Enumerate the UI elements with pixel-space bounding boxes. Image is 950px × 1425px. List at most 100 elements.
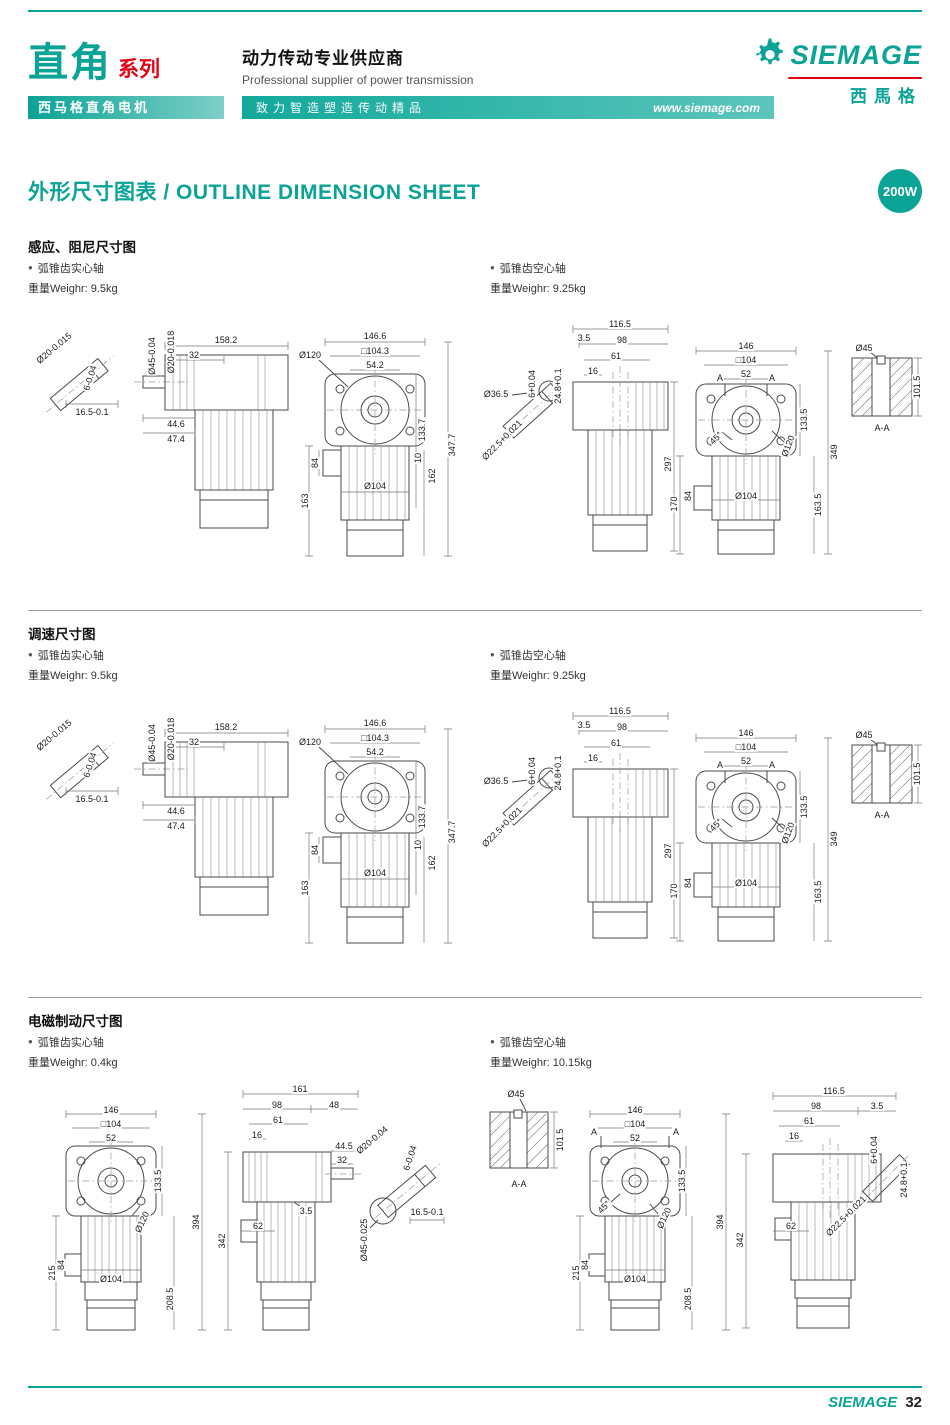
dimension-label: 98 bbox=[270, 1100, 284, 1110]
dimension-label: 16 bbox=[586, 366, 600, 376]
dimension-label: Ø104 bbox=[733, 491, 759, 501]
section-speed-regulation: 调速尺寸图 ●弧锥齿实心轴 重量Weighr: 9.5kg ●弧锥齿空心轴 重量… bbox=[28, 610, 922, 987]
dimension-label: 6+0.04 bbox=[527, 756, 537, 786]
brand-underline bbox=[788, 77, 922, 79]
dimension-label: 52 bbox=[628, 1133, 642, 1143]
dimension-label: 133.5 bbox=[677, 1168, 687, 1194]
dimension-label: A bbox=[767, 373, 777, 383]
variant-hollow-shaft: ●弧锥齿空心轴 重量Weighr: 9.25kg bbox=[490, 260, 586, 296]
dimension-label: A-A bbox=[873, 423, 891, 433]
dimension-label: Ø104 bbox=[733, 878, 759, 888]
bullet-icon: ● bbox=[28, 650, 33, 659]
dimension-label: 6+0.04 bbox=[527, 369, 537, 399]
dimension-label: 163 bbox=[300, 879, 310, 897]
company-slogan: 动力传动专业供应商 Professional supplier of power… bbox=[242, 44, 473, 87]
variant-headers: ●弧锥齿实心轴 重量Weighr: 9.5kg ●弧锥齿空心轴 重量Weighr… bbox=[28, 647, 922, 683]
dimension-label: 47.4 bbox=[166, 821, 186, 831]
dimension-label: 133.5 bbox=[799, 407, 809, 433]
bullet-icon: ● bbox=[490, 1037, 495, 1046]
dimension-label: Ø20-0.018 bbox=[166, 329, 176, 375]
dimension-label: 16 bbox=[586, 753, 600, 763]
dimension-label: 52 bbox=[739, 369, 753, 379]
dimension-label: Ø45 bbox=[854, 730, 874, 740]
dimension-label: 133.5 bbox=[799, 794, 809, 820]
dimension-label: 16.5-0.1 bbox=[409, 1207, 445, 1217]
dimension-label: 3.5 bbox=[298, 1206, 314, 1216]
dimension-label: 16.5-0.1 bbox=[74, 794, 110, 804]
dimension-label: 170 bbox=[669, 882, 679, 900]
dimension-label: 208.5 bbox=[165, 1286, 175, 1312]
variant-headers: ●弧锥齿实心轴 重量Weighr: 0.4kg ●弧锥齿空心轴 重量Weighr… bbox=[28, 1034, 922, 1070]
section-electromagnetic-brake: 电磁制动尺寸图 ●弧锥齿实心轴 重量Weighr: 0.4kg ●弧锥齿空心轴 … bbox=[28, 997, 922, 1354]
dimension-label: 101.5 bbox=[912, 374, 922, 400]
dimension-label: 394 bbox=[191, 1213, 201, 1231]
dimension-label: 208.5 bbox=[683, 1286, 693, 1312]
variant-label: 弧锥齿空心轴 bbox=[499, 1037, 566, 1049]
variant-weight: 重量Weighr: 10.15kg bbox=[490, 1057, 592, 1069]
dimension-label: 84 bbox=[683, 489, 693, 503]
variant-solid-shaft: ●弧锥齿实心轴 重量Weighr: 9.5kg bbox=[28, 260, 118, 296]
dimension-label: Ø36.5 bbox=[482, 389, 510, 399]
section-heading: 电磁制动尺寸图 bbox=[28, 1014, 123, 1029]
dimension-label: □104 bbox=[734, 355, 758, 365]
dimension-label: 98 bbox=[809, 1101, 823, 1111]
dimension-label: Ø104 bbox=[622, 1274, 648, 1284]
page-title: 外形尺寸图表 / OUTLINE DIMENSION SHEET bbox=[28, 181, 481, 204]
dimension-label: 133.7 bbox=[417, 804, 427, 830]
footer-brand: SIEMAGE bbox=[828, 1394, 898, 1411]
dimension-label: □104 bbox=[99, 1119, 123, 1129]
dimension-label: 84 bbox=[310, 456, 320, 470]
dimension-label: 146 bbox=[737, 341, 755, 351]
dimension-label: 84 bbox=[56, 1258, 66, 1272]
slogan-en: Professional supplier of power transmiss… bbox=[242, 73, 474, 87]
dimension-label: Ø45 bbox=[506, 1089, 526, 1099]
series-name: 直角 bbox=[28, 41, 112, 85]
dimension-label: 116.5 bbox=[822, 1086, 846, 1096]
dimension-label: 61 bbox=[271, 1115, 285, 1125]
dimension-label: Ø120 bbox=[297, 737, 323, 747]
variant-weight: 重量Weighr: 9.25kg bbox=[490, 283, 586, 295]
dimension-label: 349 bbox=[829, 830, 839, 848]
dimension-label: 146 bbox=[737, 728, 755, 738]
dimension-label: 24.8+0.1 bbox=[553, 754, 563, 792]
dimension-label: 347.7 bbox=[447, 819, 457, 845]
dimension-label: 297 bbox=[663, 455, 673, 473]
dimension-label: 54.2 bbox=[365, 747, 385, 757]
dimension-label: 146.6 bbox=[362, 718, 388, 728]
variant-weight: 重量Weighr: 9.5kg bbox=[28, 283, 118, 295]
variant-weight: 重量Weighr: 9.25kg bbox=[490, 670, 586, 682]
dimension-label: 133.7 bbox=[417, 417, 427, 443]
variant-label: 弧锥齿实心轴 bbox=[37, 263, 104, 275]
website-link[interactable]: www.siemage.com bbox=[653, 100, 760, 115]
section-heading: 感应、阻尼尺寸图 bbox=[28, 240, 136, 255]
dimension-label: 158.2 bbox=[213, 722, 239, 732]
bullet-icon: ● bbox=[490, 263, 495, 272]
dimension-label: 52 bbox=[739, 756, 753, 766]
dimension-label: 84 bbox=[580, 1258, 590, 1272]
dimension-label: Ø120 bbox=[297, 350, 323, 360]
dimension-label: A bbox=[589, 1127, 599, 1137]
dimension-label: 6+0.04 bbox=[869, 1135, 879, 1165]
brand-name: SIEMAGE bbox=[790, 40, 922, 70]
dimension-label: 162 bbox=[427, 854, 437, 872]
dimension-label: Ø45-0.04 bbox=[147, 336, 157, 376]
dimension-label: A-A bbox=[510, 1179, 528, 1189]
variant-headers: ●弧锥齿实心轴 重量Weighr: 9.5kg ●弧锥齿空心轴 重量Weighr… bbox=[28, 260, 922, 296]
dimension-label: 62 bbox=[784, 1221, 798, 1231]
dimension-label: 98 bbox=[615, 335, 629, 345]
dimension-label: 101.5 bbox=[555, 1127, 565, 1153]
dimension-label: 61 bbox=[802, 1116, 816, 1126]
power-badge: 200W bbox=[878, 169, 922, 213]
header: 直角系列 西马格直角电机 动力传动专业供应商 Professional supp… bbox=[28, 24, 922, 136]
variant-solid-shaft: ●弧锥齿实心轴 重量Weighr: 9.5kg bbox=[28, 647, 118, 683]
dimension-label: 342 bbox=[735, 1231, 745, 1249]
dimension-label: 394 bbox=[715, 1213, 725, 1231]
dimension-label: 44.6 bbox=[166, 419, 186, 429]
gear-icon bbox=[753, 36, 787, 75]
dimension-label: 62 bbox=[251, 1221, 265, 1231]
dimension-label: 342 bbox=[217, 1232, 227, 1250]
dimension-label: 32 bbox=[335, 1155, 349, 1165]
